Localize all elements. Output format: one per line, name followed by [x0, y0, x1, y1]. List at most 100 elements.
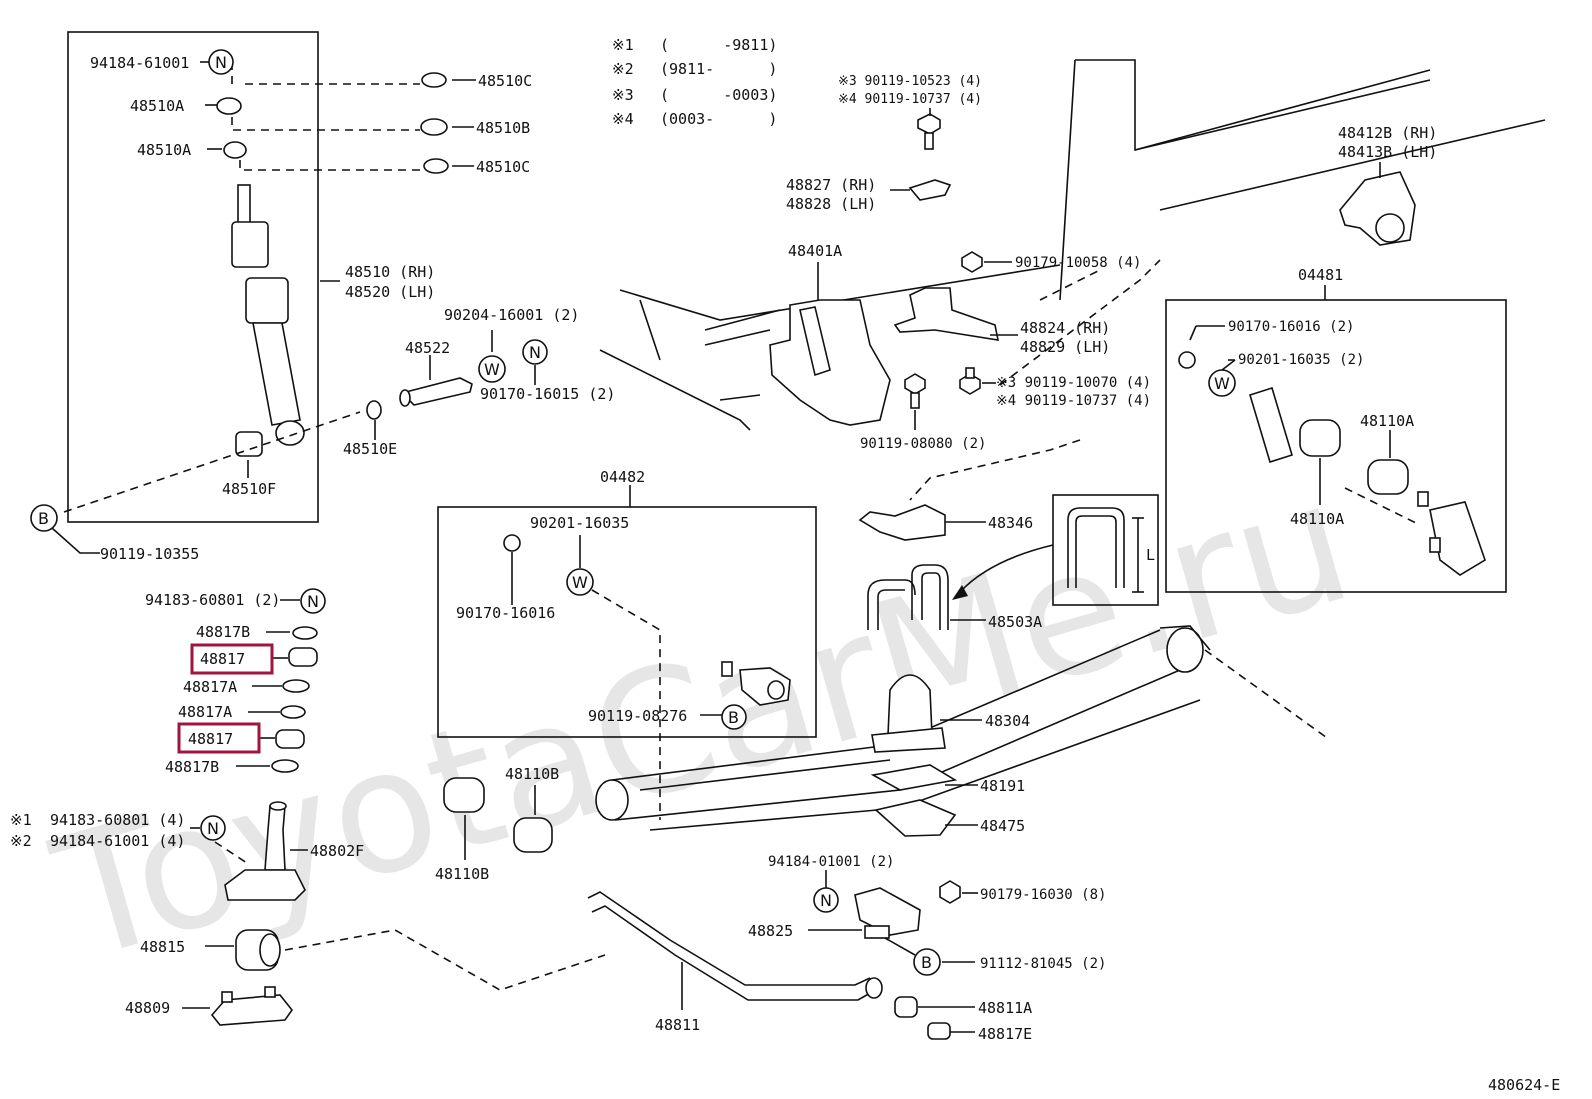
- u-bolts-48503A: [867, 564, 949, 630]
- nut-90179-16030: [939, 880, 961, 904]
- label-90170-16015: 90170-16015 (2): [480, 385, 615, 403]
- label-48815: 48815: [140, 938, 185, 956]
- plate-48191: [870, 764, 958, 791]
- label-48827: 48827 (RH): [786, 176, 876, 194]
- label-90170-16016: 90170-16016: [456, 604, 555, 622]
- label-48412B: 48412B (RH): [1338, 124, 1437, 142]
- right-kit-parts: [1178, 351, 1486, 576]
- shackle-bolt-04482: [503, 534, 791, 706]
- watermark: ToyotaCarMe.ru: [36, 442, 1370, 999]
- label-48824: 48824 (RH): [1020, 319, 1110, 337]
- label-90119-10737-b: ※4 90119-10737 (4): [996, 393, 1151, 409]
- svg-text:B: B: [921, 953, 932, 972]
- bracket-48825: [854, 887, 921, 939]
- plate-48475: [874, 799, 957, 837]
- label-48110A-2: 48110A: [1290, 510, 1344, 528]
- label-48809: 48809: [125, 999, 170, 1017]
- b-bolt-marker-box: B: [721, 704, 747, 730]
- stabilizer-bar-48811: [587, 891, 883, 1001]
- svg-text:N: N: [207, 819, 219, 838]
- bolt-90119-10523: [917, 113, 941, 150]
- bracket-48346: [858, 504, 946, 541]
- label-94184-61001-4: 94184-61001 (4): [50, 832, 185, 850]
- svg-text:(0003- ): (0003- ): [660, 110, 777, 128]
- legend: ※1( -9811) ※2(9811- ) ※3( -0003) ※4(0003…: [612, 36, 777, 128]
- label-48413B: 48413B (LH): [1338, 143, 1437, 161]
- label-48817A-1: 48817A: [183, 678, 237, 696]
- svg-text:※4: ※4: [612, 110, 634, 128]
- label-04481: 04481: [1298, 266, 1343, 284]
- svg-text:※3: ※3: [612, 86, 634, 104]
- label-48304: 48304: [985, 712, 1030, 730]
- page-code: 480624-E: [1488, 1076, 1560, 1094]
- label-04482: 04482: [600, 468, 645, 486]
- b-bolt-marker-48825: B: [913, 948, 941, 976]
- label-90119-10737-a: ※4 90119-10737 (4): [838, 92, 982, 107]
- label-90170-16016-2: 90170-16016 (2): [1228, 319, 1354, 335]
- label-48811: 48811: [655, 1016, 700, 1034]
- label-94183-60801-4: 94183-60801 (4): [50, 811, 185, 829]
- bushings-48110B: [443, 777, 553, 853]
- label-48828: 48828 (LH): [786, 195, 876, 213]
- bolt-90119-08080: [904, 373, 926, 409]
- inset-arrow: [959, 544, 1054, 593]
- u-bolt-inset-drawing: [1067, 507, 1144, 593]
- label-91112-81045: 91112-81045 (2): [980, 956, 1106, 972]
- label-94184-01001: 94184-01001 (2): [768, 854, 894, 870]
- u-bolt-inset: [1052, 494, 1159, 606]
- label-90204-16001: 90204-16001 (2): [444, 306, 579, 324]
- n-nut-marker-stack: N: [300, 588, 326, 614]
- marker-2: ※2: [10, 832, 32, 850]
- svg-text:( -0003): ( -0003): [660, 86, 777, 104]
- w-washer-marker-48522: W: [478, 355, 506, 383]
- label-48817E: 48817E: [978, 1025, 1032, 1043]
- svg-text:N: N: [820, 891, 832, 910]
- label-90201-16035: 90201-16035: [530, 514, 629, 532]
- label-90119-10355: 90119-10355: [100, 545, 199, 563]
- label-48475: 48475: [980, 817, 1025, 835]
- label-90119-10070: ※3 90119-10070 (4): [996, 375, 1151, 391]
- label-48829: 48829 (LH): [1020, 338, 1110, 356]
- svg-text:(9811- ): (9811- ): [660, 60, 777, 78]
- svg-text:B: B: [38, 509, 49, 528]
- w-washer-marker-box: W: [566, 568, 594, 596]
- label-48510B: 48510B: [476, 119, 530, 137]
- label-48510C-2: 48510C: [476, 158, 530, 176]
- svg-text:※2: ※2: [612, 60, 634, 78]
- label-48503A: 48503A: [988, 613, 1042, 631]
- bushing-48811A: [894, 996, 918, 1018]
- label-90119-10523: ※3 90119-10523 (4): [838, 74, 982, 89]
- bushing-48817E: [927, 1022, 951, 1040]
- stabilizer-cushion-stack: [271, 626, 318, 773]
- frame-rail: [599, 59, 1546, 431]
- label-90201-16035-2: 90201-16035 (2): [1238, 352, 1364, 368]
- label-48817A-2: 48817A: [178, 703, 232, 721]
- label-94183-60801: 94183-60801 (2): [145, 591, 280, 609]
- label-48825: 48825: [748, 922, 793, 940]
- n-washer-marker-top: N: [208, 49, 234, 75]
- nut-90179-10058: [961, 251, 983, 273]
- svg-text:W: W: [572, 573, 588, 592]
- top-bushings: [216, 72, 449, 174]
- label-48811A: 48811A: [978, 999, 1032, 1017]
- label-48817-2: 48817: [188, 730, 233, 748]
- label-48110A-1: 48110A: [1360, 412, 1414, 430]
- label-48110B-1: 48110B: [505, 765, 559, 783]
- label-48510F: 48510F: [222, 480, 276, 498]
- label-48817-1: 48817: [200, 650, 245, 668]
- label-48191: 48191: [980, 777, 1025, 795]
- label-48510C-1: 48510C: [478, 72, 532, 90]
- label-48110B-2: 48110B: [435, 865, 489, 883]
- marker-1: ※1: [10, 811, 32, 829]
- bracket-48412B: [1339, 171, 1416, 246]
- shackle-kit-04481-box: [1165, 299, 1507, 593]
- label-48510A-2: 48510A: [137, 141, 191, 159]
- svg-text:W: W: [484, 360, 500, 379]
- label-48510A-1: 48510A: [130, 97, 184, 115]
- n-nut-marker-48522: N: [522, 339, 548, 365]
- svg-text:N: N: [529, 343, 541, 362]
- bracket-48401A: [769, 299, 891, 426]
- b-bolt-marker-left: B: [30, 504, 58, 532]
